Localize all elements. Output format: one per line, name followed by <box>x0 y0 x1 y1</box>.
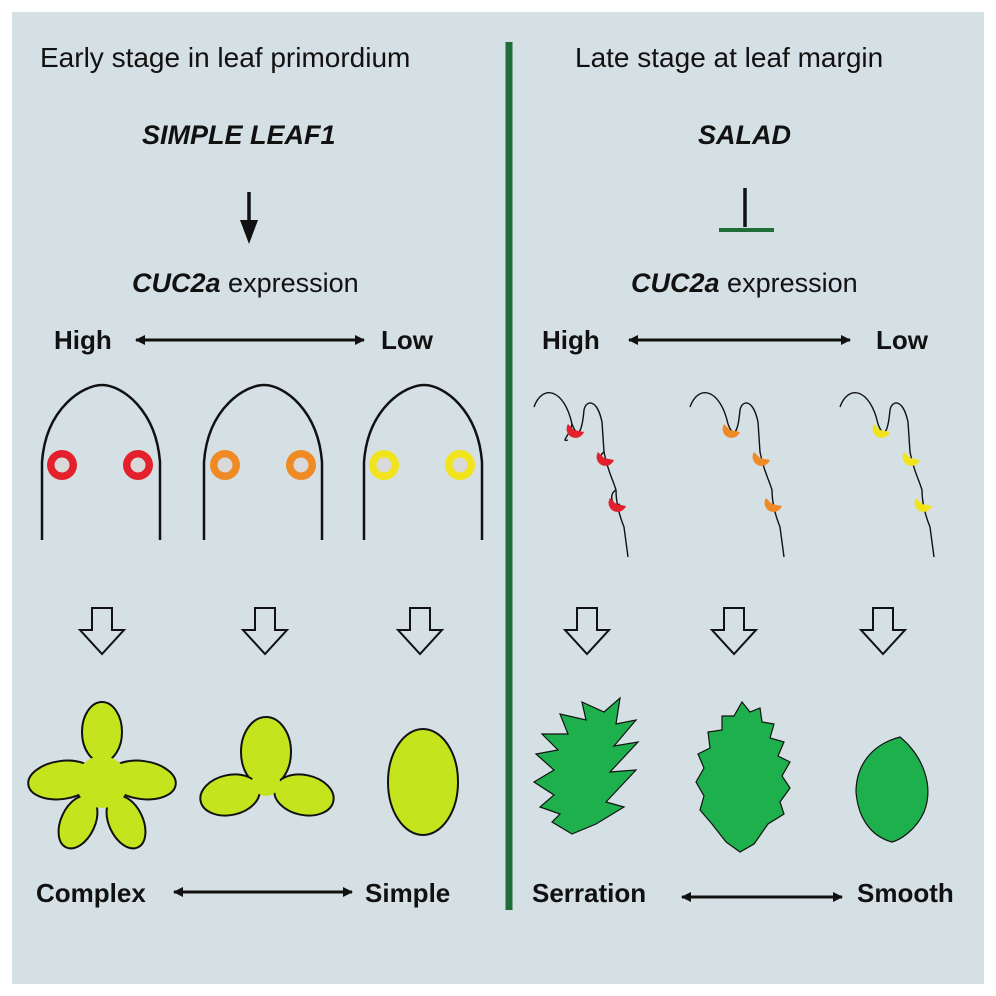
left-stage-title: Early stage in leaf primordium <box>40 42 411 73</box>
primordium-mid <box>202 383 324 540</box>
hollow-down-arrow-icon <box>395 607 445 656</box>
inhibition-bar-icon <box>719 188 774 232</box>
margin-high <box>533 391 629 558</box>
right-high-label: High <box>542 325 600 355</box>
right-low-label: Low <box>876 325 928 355</box>
activation-arrow-icon <box>240 192 258 244</box>
left-outcome-simple: Simple <box>365 878 451 908</box>
left-expression-word: expression <box>228 268 359 298</box>
left-high-label: High <box>54 325 112 355</box>
right-gene-name: CUC2a <box>631 268 720 298</box>
simple-leaf <box>387 728 459 836</box>
primordium-low <box>362 383 484 540</box>
complex-leaf <box>27 701 177 850</box>
margin-mid <box>689 391 785 558</box>
hollow-down-arrow-icon <box>562 607 612 656</box>
hollow-down-arrow-icon <box>709 607 759 656</box>
hollow-down-arrow-icon <box>77 607 127 656</box>
right-outcome-smooth: Smooth <box>857 878 954 908</box>
serrated-leaf <box>532 696 640 835</box>
diagram-panel: Early stage in leaf primordium SIMPLE LE… <box>12 12 984 984</box>
left-outcome-complex: Complex <box>36 878 146 908</box>
left-regulator-label: SIMPLE LEAF1 <box>142 120 336 150</box>
right-expression-word: expression <box>727 268 858 298</box>
right-expression-label: CUC2a expression <box>631 270 858 297</box>
primordium-high <box>40 383 162 540</box>
right-regulator-label: SALAD <box>698 120 791 150</box>
right-stage-title: Late stage at leaf margin <box>575 42 884 73</box>
left-gene-name: CUC2a <box>132 268 221 298</box>
left-expression-label: CUC2a expression <box>132 270 359 297</box>
right-outcome-serration: Serration <box>532 878 647 908</box>
hollow-down-arrow-icon <box>240 607 290 656</box>
trifoliate-leaf <box>199 716 335 817</box>
left-low-label: Low <box>381 325 433 355</box>
margin-low <box>839 391 935 558</box>
diagram-graphics <box>27 42 935 910</box>
toothed-leaf <box>695 700 791 853</box>
hollow-down-arrow-icon <box>858 607 908 656</box>
smooth-leaf <box>855 736 929 843</box>
